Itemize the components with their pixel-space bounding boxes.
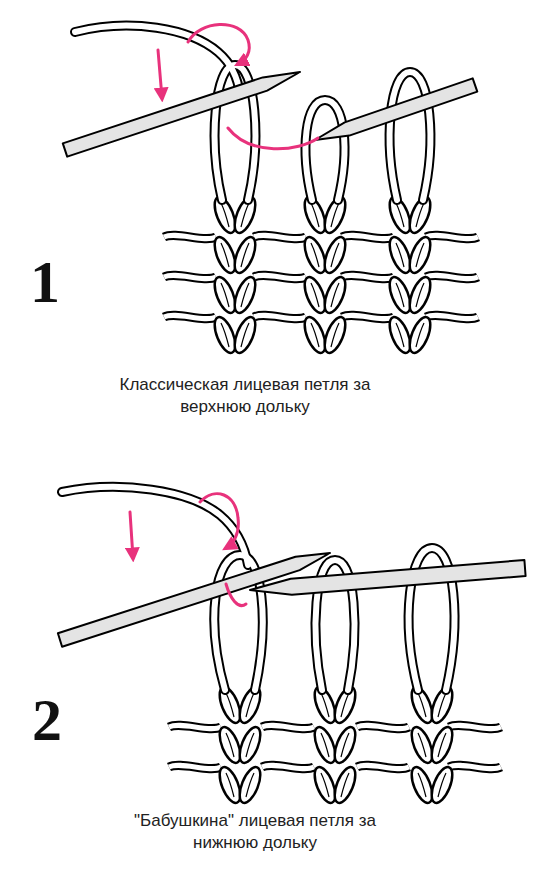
- illustration-part: [169, 725, 501, 768]
- illustration-part: [310, 724, 359, 765]
- illustration-part: [164, 235, 478, 318]
- illustration-part: [58, 553, 330, 647]
- panel-number: 1: [20, 252, 70, 312]
- fabric: [169, 684, 501, 805]
- fabric: [164, 194, 478, 355]
- illustration-part: [63, 72, 300, 157]
- illustration-part: [210, 314, 259, 355]
- illustration-part: [385, 314, 434, 355]
- panel-number: 2: [22, 690, 72, 750]
- illustration-part: [215, 724, 264, 765]
- illustration-part: [169, 725, 501, 768]
- illustration-part: [385, 274, 434, 315]
- needles: [63, 72, 478, 157]
- illustration-part: [226, 584, 246, 606]
- pink-arrows: [130, 494, 246, 606]
- needles: [58, 553, 526, 647]
- illustration-part: [228, 128, 318, 149]
- illustration-part: [188, 24, 249, 64]
- illustration-part: [210, 234, 259, 275]
- illustration-part: [164, 235, 478, 318]
- illustration-part: [407, 724, 456, 765]
- illustration-part: [210, 274, 259, 315]
- illustration-part: [158, 50, 162, 98]
- illustration-part: [300, 234, 349, 275]
- caption: "Бабушкина" лицевая петля за нижнюю доль…: [130, 810, 380, 854]
- illustration-part: [315, 78, 477, 140]
- illustration-part: [407, 764, 456, 805]
- illustration-part: [310, 764, 359, 805]
- illustration-part: [300, 274, 349, 315]
- illustration-part: [130, 512, 133, 558]
- caption: Классическая лицевая петля за верхнюю до…: [115, 374, 375, 418]
- illustration-part: [300, 314, 349, 355]
- illustration-part: [215, 764, 264, 805]
- pink-arrows: [158, 24, 318, 148]
- illustration-part: [385, 234, 434, 275]
- illustration-part: [200, 494, 238, 548]
